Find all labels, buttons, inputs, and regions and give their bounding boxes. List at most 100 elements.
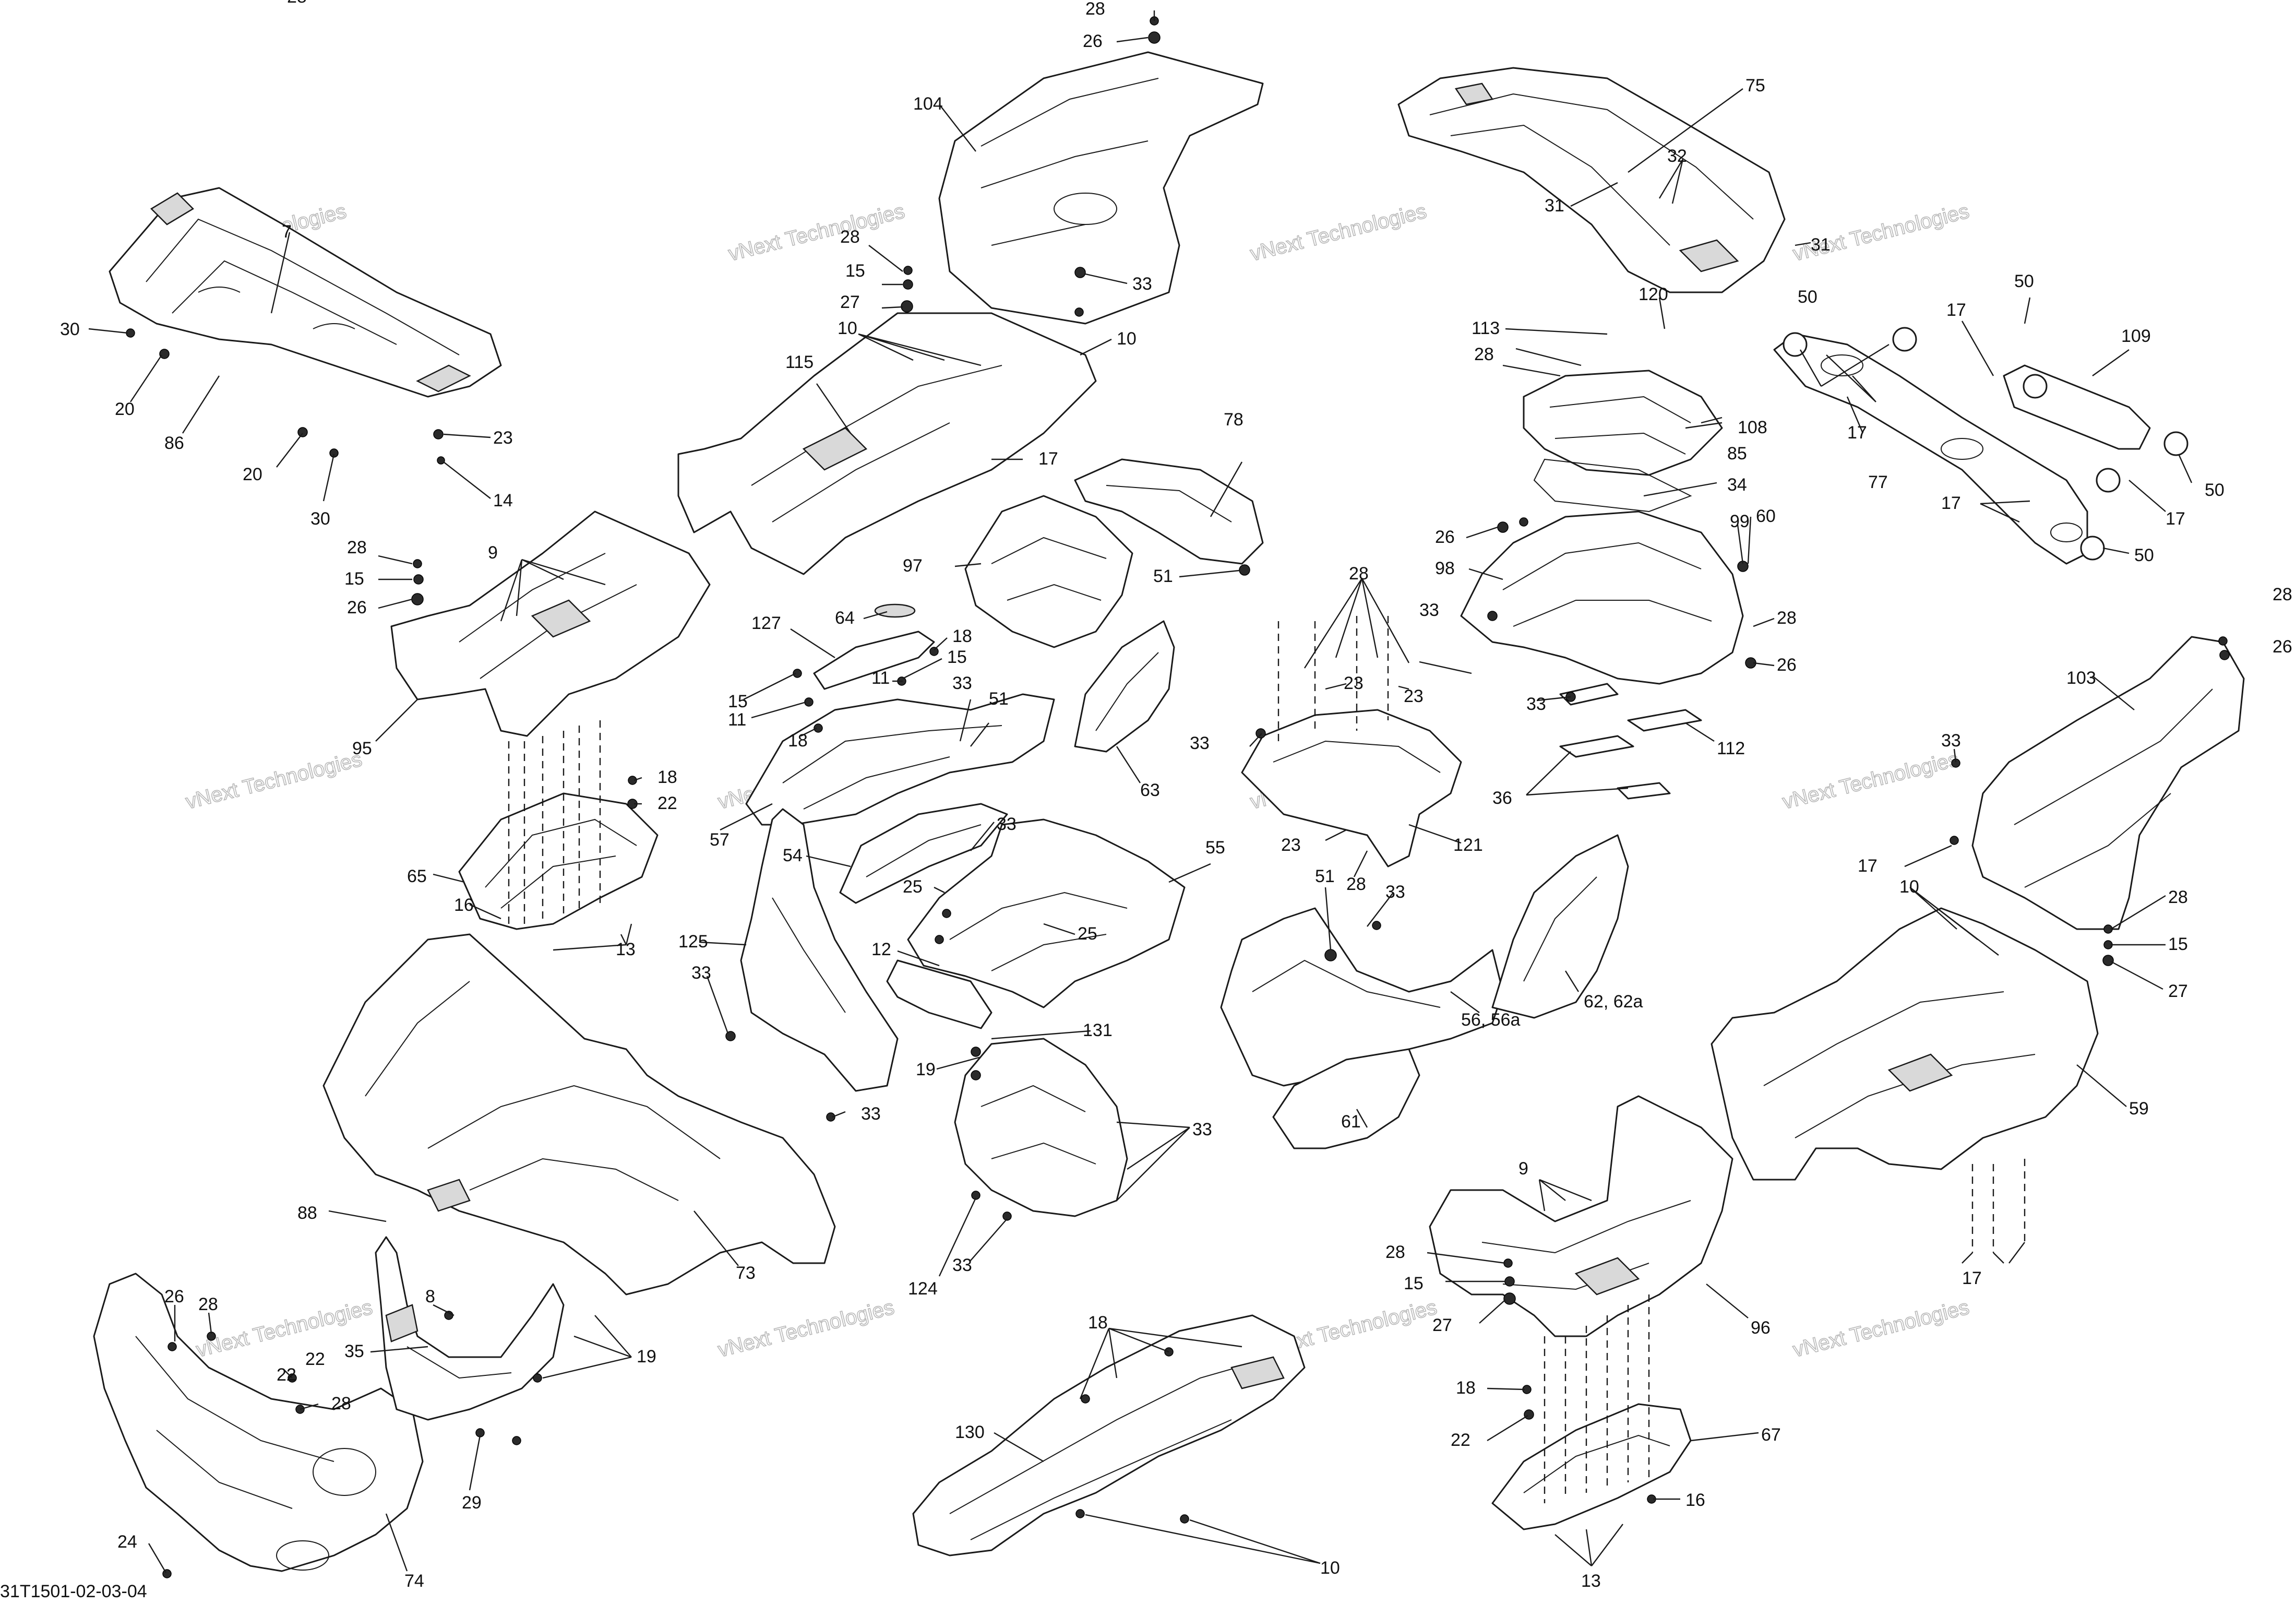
bracket-109 (2003, 364, 2151, 450)
callout-112: 112 (1717, 739, 1745, 758)
strips-112-36 (1559, 683, 1702, 800)
panel-62 (1491, 834, 1629, 1019)
callout-96: 96 (1751, 1318, 1771, 1338)
handle-127 (813, 603, 935, 690)
rear-box-98 (1460, 510, 1744, 685)
callout-28: 28 (198, 1294, 218, 1314)
callout-28: 28 (840, 227, 860, 247)
callout-26: 26 (164, 1287, 184, 1306)
callout-130: 130 (955, 1422, 985, 1442)
callout-28: 28 (287, 0, 307, 7)
callout-33: 33 (1190, 733, 1210, 753)
callout-97: 97 (903, 556, 923, 576)
callout-104: 104 (913, 94, 943, 114)
callout-15: 15 (947, 647, 967, 667)
callout-120: 120 (1639, 284, 1668, 304)
callout-30: 30 (60, 319, 80, 339)
callout-78: 78 (1224, 410, 1243, 430)
callouts: 28 26 104 75 32 31 7 30 20 86 23 14 30 2… (60, 0, 2292, 1591)
callout-51: 51 (1153, 566, 1173, 586)
callout-63: 63 (1140, 780, 1160, 800)
callout-108: 108 (1738, 418, 1767, 437)
callout-22: 22 (1451, 1430, 1470, 1450)
callout-28: 28 (1346, 874, 1366, 894)
callout-109: 109 (2121, 326, 2151, 346)
light-bar-77 (1773, 333, 2088, 565)
storage-box-95 (390, 510, 711, 737)
front-support-65 (458, 792, 659, 930)
callout-9: 9 (488, 543, 498, 563)
callout-74: 74 (404, 1571, 424, 1591)
callout-28: 28 (2273, 585, 2292, 604)
callout-26: 26 (2273, 637, 2292, 657)
watermark: vNext Technologies (716, 1296, 897, 1361)
fender-103 (1971, 636, 2245, 930)
callout-7: 7 (282, 222, 292, 242)
callout-26: 26 (347, 598, 367, 617)
callout-11: 11 (871, 668, 890, 688)
callout-86: 86 (164, 433, 184, 453)
storage-box-59 (1711, 907, 2099, 1181)
storage-box-96 (1429, 1095, 1733, 1337)
callout-75: 75 (1745, 76, 1765, 96)
callout-125: 125 (678, 932, 708, 952)
callout-13: 13 (1581, 1571, 1601, 1591)
callout-55: 55 (1205, 838, 1225, 858)
callout-51: 51 (1315, 866, 1335, 886)
callout-65: 65 (407, 866, 427, 886)
callout-15: 15 (1404, 1274, 1424, 1293)
callout-33: 33 (997, 814, 1017, 834)
watermark: vNext Technologies (1780, 747, 1962, 813)
panel-54 (839, 803, 1008, 904)
callout-18: 18 (952, 626, 972, 646)
callout-73: 73 (736, 1263, 756, 1283)
support-67 (1491, 1403, 1692, 1530)
callout-28: 28 (2168, 887, 2188, 907)
lid-85 (1523, 370, 1723, 476)
callout-33: 33 (1419, 600, 1439, 620)
fasteners (126, 16, 2230, 1578)
callout-57: 57 (710, 830, 730, 850)
callout-19: 19 (916, 1060, 936, 1079)
callout-28: 28 (331, 1394, 351, 1413)
panel-124 (954, 1038, 1128, 1217)
callout-67: 67 (1761, 1425, 1781, 1445)
callout-50: 50 (2014, 271, 2034, 291)
callout-28: 28 (1474, 344, 1494, 364)
callout-24: 24 (117, 1532, 137, 1552)
watermark: vNext Technologies (726, 199, 907, 265)
callout-62-62a: 62, 62a (1584, 992, 1643, 1012)
callout-54: 54 (783, 846, 803, 865)
callout-50: 50 (1798, 287, 1817, 307)
callout-26: 26 (1083, 31, 1103, 51)
callout-9: 9 (1518, 1159, 1528, 1179)
callout-10: 10 (1320, 1558, 1340, 1578)
callout-31: 31 (1545, 196, 1564, 216)
callout-25: 25 (1078, 924, 1097, 944)
callout-16: 16 (454, 895, 474, 915)
callout-113: 113 (1472, 318, 1500, 338)
callout-85: 85 (1727, 444, 1747, 464)
callout-98: 98 (1435, 559, 1455, 578)
callout-121: 121 (1453, 835, 1483, 855)
callout-23: 23 (493, 428, 513, 448)
callout-28: 28 (1385, 1242, 1405, 1262)
callout-17: 17 (1962, 1268, 1982, 1288)
callout-29: 29 (462, 1493, 482, 1513)
front-fender-73 (322, 933, 836, 1296)
storage-box-115 (677, 312, 1097, 575)
callout-131: 131 (1083, 1020, 1113, 1040)
skid-plate-130 (912, 1314, 1306, 1557)
panel-125 (740, 808, 899, 1092)
callout-19: 19 (637, 1347, 656, 1367)
part-illustrations (93, 16, 2245, 1578)
callout-50: 50 (2205, 480, 2225, 500)
callout-124: 124 (908, 1279, 938, 1299)
callout-22: 22 (657, 793, 677, 813)
callout-88: 88 (297, 1203, 317, 1223)
callout-15: 15 (2168, 934, 2188, 954)
callout-27: 27 (2168, 981, 2188, 1001)
callout-77: 77 (1868, 472, 1888, 492)
callout-13: 13 (616, 940, 636, 959)
